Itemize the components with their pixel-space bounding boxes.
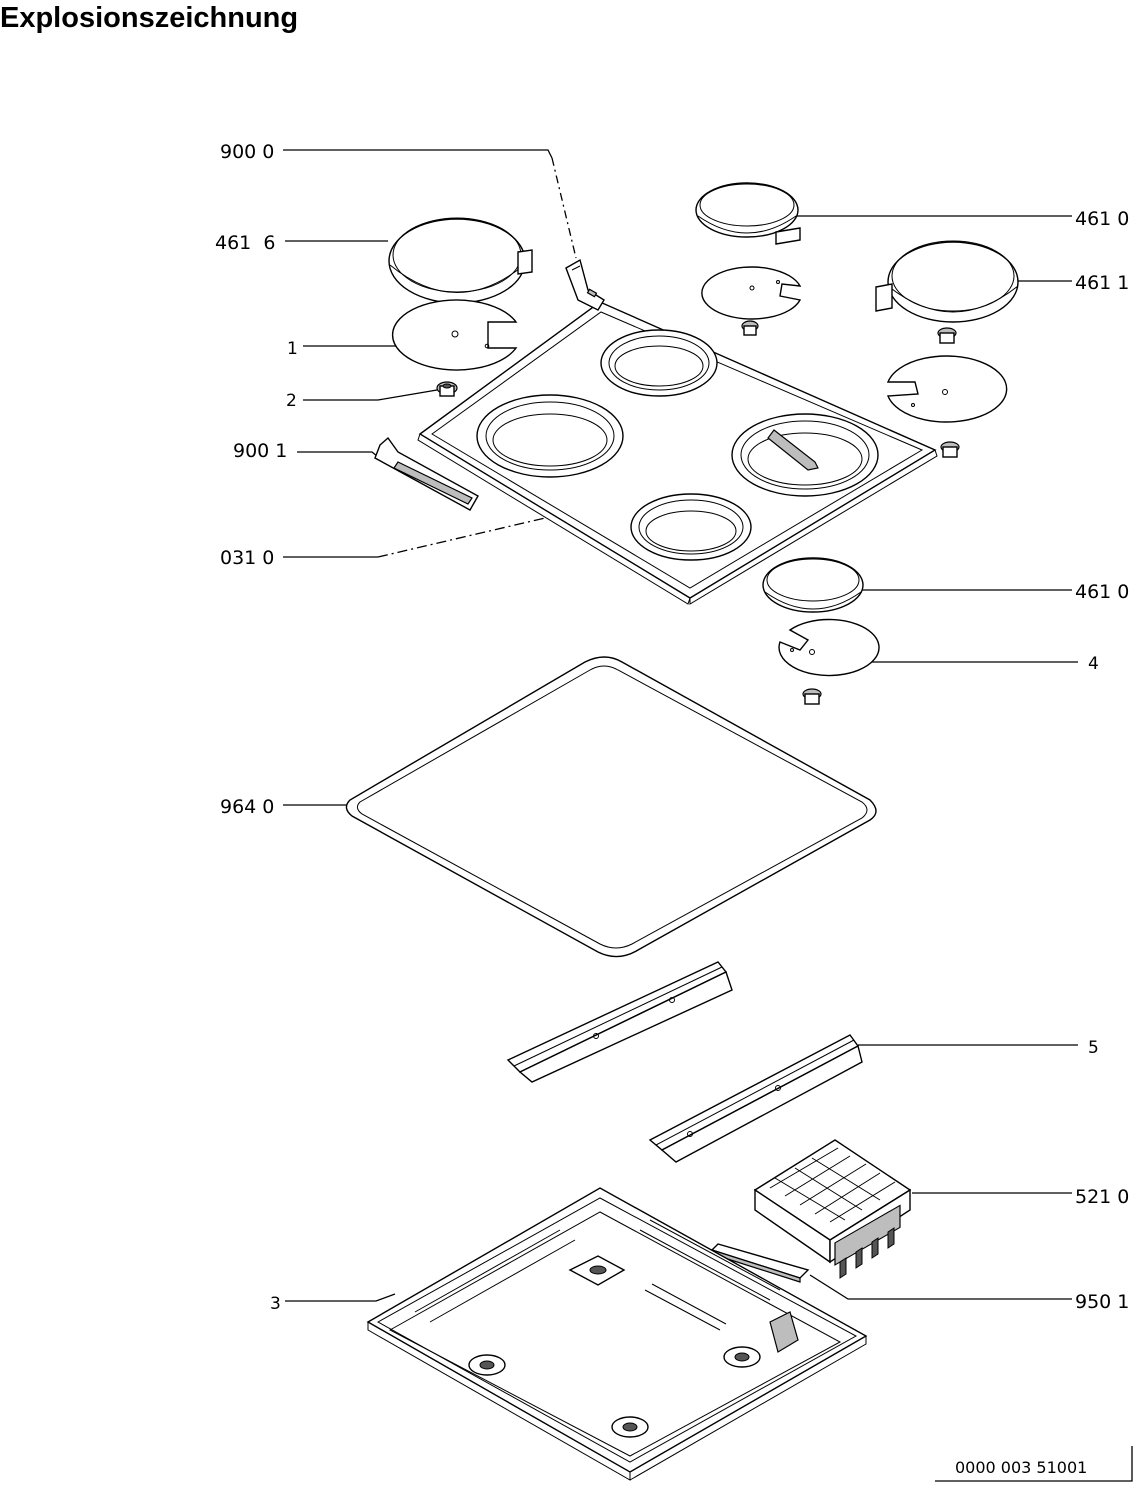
page-title: Explosionszeichnung bbox=[0, 2, 298, 34]
reflector-plate-right bbox=[886, 355, 1008, 458]
callout-label-4: 4 bbox=[1088, 654, 1099, 674]
top-bracket-part bbox=[565, 258, 605, 311]
terminal-box bbox=[753, 1139, 912, 1279]
hob-top-plate bbox=[417, 301, 938, 605]
callout-label-521-0: 521 0 bbox=[1075, 1186, 1129, 1208]
mounting-nut-left bbox=[436, 381, 458, 397]
side-bracket-left bbox=[374, 436, 479, 511]
support-rail-lower bbox=[648, 1034, 863, 1163]
hotplate-right bbox=[875, 240, 1019, 344]
document-number: 0000 003 51001 bbox=[955, 1458, 1087, 1477]
hotplate-rear-left bbox=[388, 217, 533, 304]
hotplate-front bbox=[762, 557, 864, 613]
document-number-box: 0000 003 51001 bbox=[935, 1446, 1133, 1482]
callout-label-900-1: 900 1 bbox=[233, 440, 287, 462]
reflector-plate-front bbox=[778, 618, 880, 705]
gasket-seal bbox=[345, 656, 877, 958]
callout-label-461-6: 461 6 bbox=[215, 232, 275, 254]
callout-label-461-0-top: 461 0 bbox=[1075, 208, 1129, 230]
callout-label-950-1: 950 1 bbox=[1075, 1291, 1129, 1313]
callout-label-900-0: 900 0 bbox=[220, 141, 274, 163]
base-tray bbox=[366, 1187, 868, 1481]
callout-label-2: 2 bbox=[286, 391, 297, 411]
callout-label-5: 5 bbox=[1088, 1038, 1099, 1058]
callout-label-1: 1 bbox=[287, 339, 298, 359]
support-rail-upper bbox=[506, 961, 733, 1083]
callout-label-964-0: 964 0 bbox=[220, 796, 274, 818]
callout-label-3: 3 bbox=[270, 1294, 281, 1314]
callout-label-031-0: 031 0 bbox=[220, 547, 274, 569]
callout-label-461-1: 461 1 bbox=[1075, 272, 1129, 294]
callout-label-461-0-front: 461 0 bbox=[1075, 581, 1129, 603]
reflector-plate-left bbox=[391, 299, 518, 371]
hotplate-rear-right bbox=[695, 182, 801, 245]
reflector-plate-rear-right bbox=[701, 266, 802, 336]
